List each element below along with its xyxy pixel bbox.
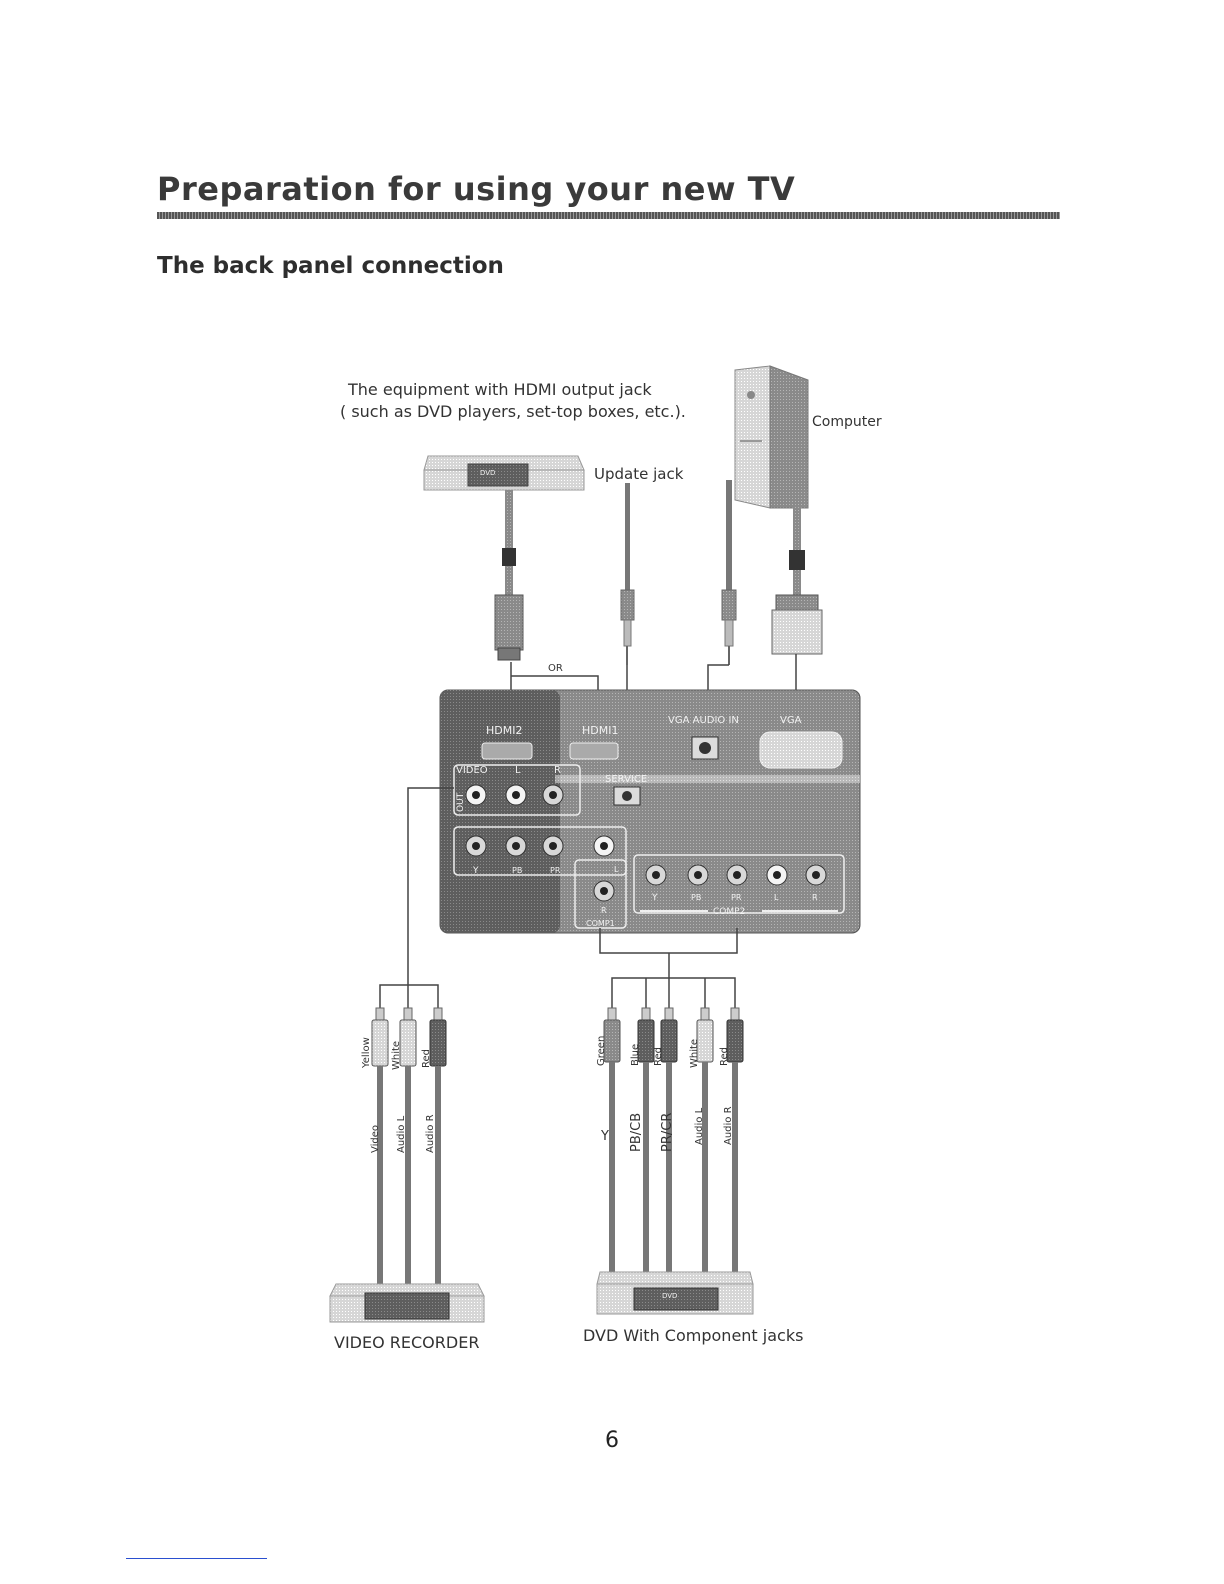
- title-rule: [157, 212, 1060, 219]
- comp2-label: COMP2: [713, 907, 745, 917]
- hdmi1-port: [569, 742, 619, 760]
- dvd-component-label: DVD With Component jacks: [583, 1326, 803, 1345]
- hdmi-source-device: DVD: [423, 455, 585, 491]
- section-subtitle: The back panel connection: [157, 253, 504, 279]
- footer-line: [126, 1558, 267, 1559]
- cable-color-red-pr: Red: [653, 1047, 664, 1066]
- cable-signal-audio-l: Audio L: [396, 1115, 407, 1153]
- service-label: SERVICE: [605, 774, 647, 785]
- video-recorder-label: VIDEO RECORDER: [334, 1333, 479, 1352]
- cable-signal-y: Y: [600, 1129, 609, 1144]
- comp1-label: COMP1: [586, 919, 615, 928]
- computer-label: Computer: [812, 414, 882, 430]
- dvd-bracket: [599, 928, 738, 1010]
- video-out-label: VIDEO: [456, 765, 488, 776]
- video-recorder-cable-labels: Yellow White Red Video Audio L Audio R: [361, 1037, 436, 1153]
- comp1-r-label: R: [601, 906, 607, 915]
- hdmi1-label: HDMI1: [582, 724, 618, 737]
- update-jack-cable: [620, 483, 635, 665]
- comp2-y-label: Y: [651, 893, 658, 903]
- cable-color-yellow: Yellow: [361, 1037, 372, 1069]
- cable-color-red-audio: Red: [719, 1047, 730, 1066]
- cable-signal-pb-cb: PB/CB: [629, 1113, 644, 1152]
- cable-signal-audio-l-dvd: Audio L: [694, 1107, 705, 1145]
- cable-signal-pr-cr: PR/CR: [660, 1113, 675, 1152]
- comp1-l-label: L: [614, 865, 619, 874]
- hdmi2-port: [481, 742, 533, 760]
- dvd-badge-bottom: DVD: [662, 1292, 677, 1300]
- hdmi-equipment-label-line1: The equipment with HDMI output jack: [347, 380, 652, 399]
- hdmi2-label: HDMI2: [486, 724, 522, 737]
- hdmi-cable: [494, 490, 524, 661]
- comp2-r-label: R: [812, 893, 818, 902]
- page-number: 6: [605, 1428, 619, 1453]
- audio-out-r-label: R: [554, 765, 561, 776]
- dvd-component-device: DVD: [596, 1271, 754, 1315]
- back-panel: HDMI2 HDMI1 VGA AUDIO IN VGA SERVICE VID…: [439, 689, 861, 934]
- comp2-l-label: L: [774, 893, 779, 902]
- vga-cable: [771, 500, 823, 655]
- computer-audio-cable: [721, 480, 737, 665]
- cable-signal-audio-r: Audio R: [425, 1114, 436, 1153]
- dvd-badge-top: DVD: [480, 469, 495, 477]
- vga-audio-in-label: VGA AUDIO IN: [668, 715, 739, 726]
- dvd-cables: [603, 1007, 744, 1274]
- video-recorder-bracket: [379, 787, 454, 1010]
- comp1-pb-label: PB: [512, 866, 522, 875]
- update-jack-label: Update jack: [594, 465, 684, 483]
- cable-color-red: Red: [421, 1049, 432, 1068]
- hdmi-equipment-label-line2: ( such as DVD players, set-top boxes, et…: [340, 402, 686, 421]
- cable-color-white-audio: White: [689, 1039, 700, 1068]
- vga-port: [759, 731, 843, 769]
- vga-label: VGA: [780, 715, 802, 726]
- audio-out-l-label: L: [515, 765, 521, 776]
- dvd-cable-labels: Green Blue Red White Red Y PB/CB PR/CR A…: [596, 1036, 734, 1152]
- or-label: OR: [548, 663, 563, 674]
- cable-signal-audio-r-dvd: Audio R: [723, 1106, 734, 1145]
- comp1-pr-label: PR: [550, 866, 561, 875]
- video-recorder-device: [329, 1283, 485, 1323]
- video-recorder-cables: [371, 1007, 447, 1291]
- out-label: OUT: [456, 792, 466, 812]
- comp1-y-label: Y: [472, 866, 479, 876]
- page-title: Preparation for using your new TV: [157, 170, 796, 208]
- comp2-pr-label: PR: [731, 893, 742, 902]
- computer-tower: [734, 365, 809, 509]
- cable-color-white: White: [391, 1041, 402, 1070]
- cable-signal-video: Video: [370, 1125, 381, 1153]
- comp2-pb-label: PB: [691, 893, 701, 902]
- cable-color-blue: Blue: [630, 1044, 641, 1066]
- cable-color-green: Green: [596, 1036, 607, 1066]
